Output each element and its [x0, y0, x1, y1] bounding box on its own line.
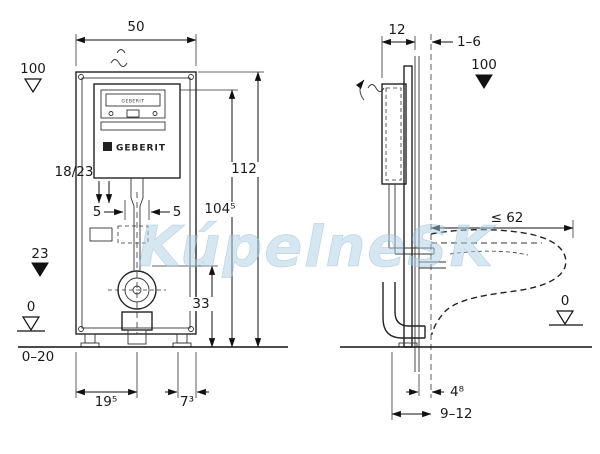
- frame-screw-icon: [78, 74, 84, 80]
- dim-width-50: 50: [75, 19, 197, 66]
- front-view: GEBERIT GEBERIT: [17, 19, 288, 410]
- dim-9-12-label: 9–12: [440, 406, 473, 422]
- side-view: 12 1–6 100 ≤ 62 0 4⁸: [340, 22, 592, 422]
- level-0-label: 0: [27, 299, 36, 315]
- flush-arrow-icon: [355, 79, 365, 101]
- dim-1-6: 1–6: [431, 34, 481, 50]
- level-marker-100-side: 100: [471, 57, 497, 89]
- water-supply-valve: [89, 225, 149, 244]
- cistern-profile: [355, 79, 407, 185]
- panel-fitting: [126, 109, 140, 118]
- dim-18-23: 18/23: [55, 164, 113, 204]
- dim-104-5: 104⁵: [180, 89, 242, 348]
- wall-hung-pan-outline: [430, 228, 567, 335]
- drain-outlet: [121, 311, 153, 345]
- dim-4-8: 4⁸: [406, 374, 464, 400]
- dim-5-right-label: 5: [173, 204, 182, 220]
- level-marker-0-front: 0 0–20: [17, 299, 54, 365]
- mounting-frame: [75, 71, 197, 335]
- dim-104-5-label: 104⁵: [204, 201, 235, 217]
- dim-112-label: 112: [231, 161, 257, 177]
- cistern-strip: [100, 121, 166, 131]
- dim-7-3-label: 7³: [180, 394, 194, 410]
- dim-12: 12: [381, 22, 416, 78]
- dim-112: 112: [198, 71, 264, 348]
- level-0-label: 0: [561, 293, 570, 309]
- dim-9-12: 9–12: [391, 352, 473, 422]
- watermark: KúpelneSK: [138, 215, 497, 280]
- flush-actuation-icon: [110, 49, 128, 67]
- level-100-label: 100: [20, 61, 46, 77]
- level-100-label: 100: [471, 57, 497, 73]
- level-triangle-filled-icon: [31, 262, 49, 277]
- level-triangle-open-icon: [23, 78, 43, 94]
- frame-outer: [75, 71, 197, 335]
- level-marker-23: 23: [31, 246, 49, 277]
- frame-rail-profile: [403, 65, 413, 348]
- frame-screw-icon: [188, 74, 194, 80]
- drain-socket: [108, 270, 166, 310]
- access-panel-inner: [105, 93, 161, 107]
- dim-7-3: 7³: [165, 352, 209, 410]
- panel-hole-icon: [108, 111, 114, 116]
- cistern: GEBERIT GEBERIT: [93, 83, 181, 179]
- flush-pipe-side: [388, 184, 446, 269]
- dim-18-23-label: 18/23: [55, 164, 94, 180]
- dim-33-label: 33: [192, 296, 209, 312]
- dim-4-8-label: 4⁸: [450, 384, 464, 400]
- dim-1-6-label: 1–6: [457, 34, 481, 50]
- dim-33: 33: [152, 265, 218, 348]
- adjustable-feet: [80, 333, 192, 348]
- dim-23-label: 23: [31, 246, 48, 262]
- level-marker-0-side: 0: [549, 293, 583, 326]
- dim-5-left-label: 5: [93, 204, 102, 220]
- level-triangle-open-icon: [555, 310, 575, 326]
- dim-5-5: 5 5: [93, 200, 182, 220]
- flush-actuation-icon: [367, 84, 385, 92]
- dim-19-5-label: 19⁵: [95, 394, 118, 410]
- geberit-logo-label: GEBERIT: [116, 144, 166, 154]
- panel-hole-icon: [152, 111, 158, 116]
- drain-bend-side: [382, 282, 426, 339]
- frame-screw-icon: [78, 326, 84, 332]
- panel-brand-label: GEBERIT: [122, 99, 145, 105]
- geberit-logo-icon: [103, 142, 112, 151]
- access-panel: [100, 89, 166, 119]
- dim-19-5: 19⁵: [75, 352, 138, 410]
- dim-62: ≤ 62: [430, 210, 574, 238]
- frame-inner: [81, 77, 191, 329]
- dim-62-label: ≤ 62: [491, 210, 524, 226]
- frame-screw-icon: [188, 326, 194, 332]
- flush-pipe: [130, 178, 144, 270]
- dim-0-20-label: 0–20: [22, 349, 55, 365]
- cistern-body: [93, 83, 181, 179]
- level-marker-100-front: 100: [20, 61, 46, 94]
- level-triangle-filled-icon: [475, 74, 493, 89]
- level-triangle-open-icon: [21, 316, 41, 332]
- dim-12-label: 12: [388, 22, 405, 38]
- dim-width-label: 50: [127, 19, 144, 35]
